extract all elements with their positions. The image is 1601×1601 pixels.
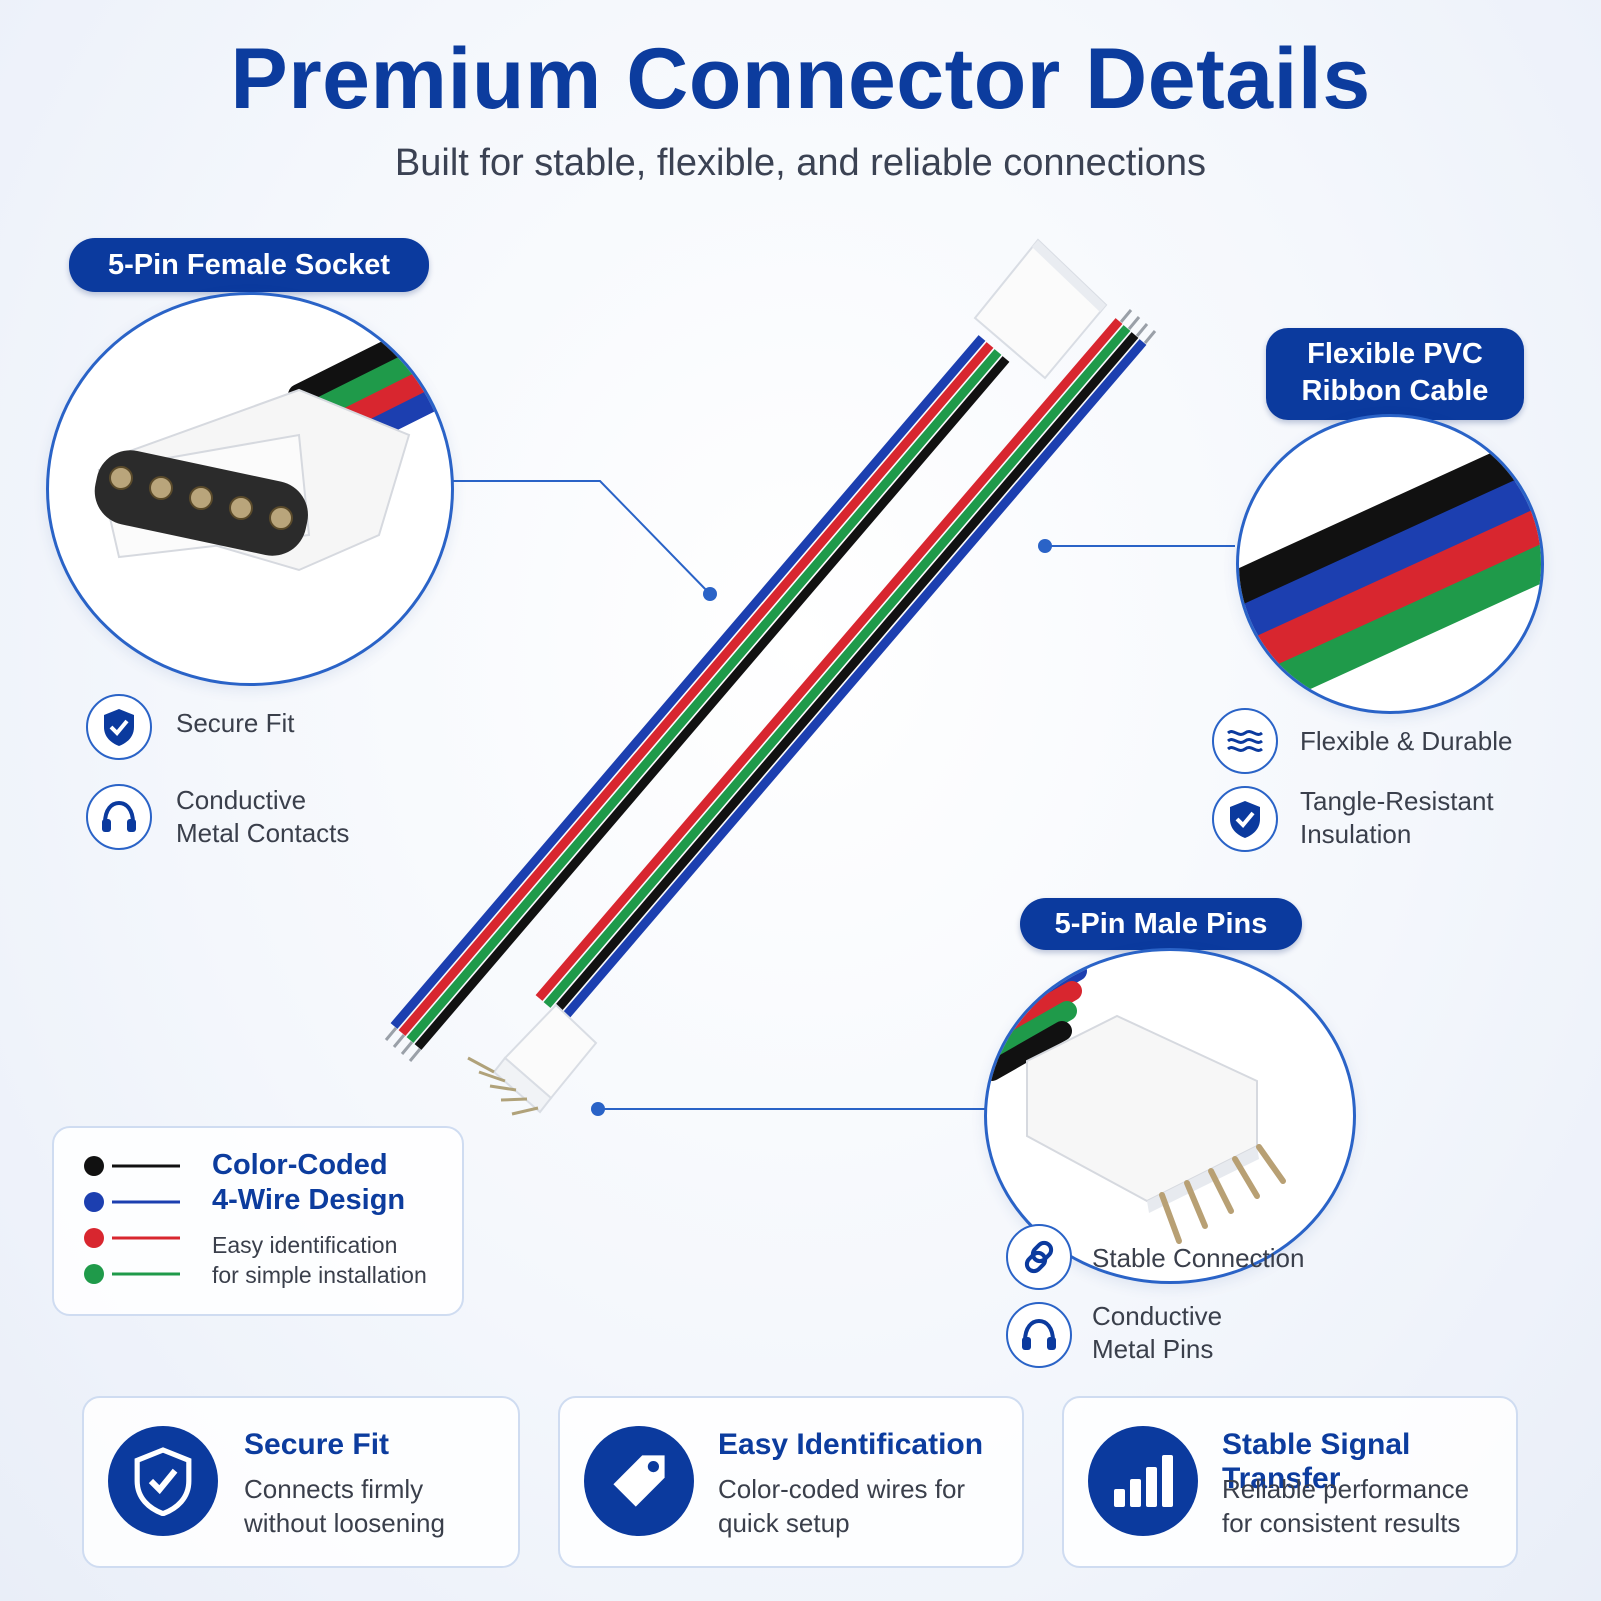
ribbon-label-line1: Flexible PVC xyxy=(1307,338,1483,370)
cable-left xyxy=(384,238,1108,1062)
card-stable-signal-icon xyxy=(1088,1426,1198,1536)
ribbon-feature-2-line1: Tangle-Resistant xyxy=(1300,786,1494,816)
male-pins-zoom xyxy=(984,948,1356,1284)
card-easy-identification-title: Easy Identification xyxy=(718,1428,984,1461)
male-feature-2-text: Conductive Metal Pins xyxy=(1092,1300,1222,1366)
shield-check-icon xyxy=(1230,801,1260,838)
conductive-pins-feature-icon xyxy=(1006,1302,1072,1368)
flexible-durable-feature-icon xyxy=(1212,708,1278,774)
card-stable-signal-title: Stable Signal Transfer xyxy=(1222,1428,1411,1495)
stable-connection-feature-icon xyxy=(1006,1224,1072,1290)
shield-check-icon xyxy=(134,1447,192,1516)
male-feature-2-line1: Conductive xyxy=(1092,1301,1223,1331)
tangle-resistant-feature-icon xyxy=(1212,786,1278,852)
card-secure-fit: Secure Fit Connects firmly without loose… xyxy=(82,1396,520,1568)
wire-legend-title-line2: 4-Wire Design xyxy=(212,1184,406,1216)
card-secure-fit-desc-line2: without loosening xyxy=(244,1508,445,1538)
card-easy-identification-desc: Color-coded wires for quick setup xyxy=(718,1472,965,1540)
wire-legend-card: Color-Coded 4-Wire Design Easy identific… xyxy=(52,1126,464,1316)
ribbon-feature-2-text: Tangle-Resistant Insulation xyxy=(1300,785,1494,851)
card-stable-signal-desc-line2: for consistent results xyxy=(1222,1508,1461,1538)
wire-legend-desc-line2: for simple installation xyxy=(212,1262,427,1288)
female-connector-housing xyxy=(973,238,1108,380)
page-title: Premium Connector Details xyxy=(230,31,1371,127)
headset-icon xyxy=(102,800,136,832)
card-secure-fit-title: Secure Fit xyxy=(244,1428,390,1461)
ribbon-feature-1-text: Flexible & Durable xyxy=(1300,726,1513,756)
female-feature-2-line1: Conductive xyxy=(176,785,307,815)
leader-dot-female xyxy=(703,587,717,601)
male-pins-label: 5-Pin Male Pins xyxy=(1020,898,1302,950)
signal-bars-icon xyxy=(1114,1455,1173,1507)
male-feature-1-text: Stable Connection xyxy=(1092,1243,1305,1273)
ribbon-label-line2: Ribbon Cable xyxy=(1301,375,1489,407)
leader-dot-ribbon xyxy=(1038,539,1052,553)
female-socket-label: 5-Pin Female Socket xyxy=(69,238,429,292)
page-subtitle: Built for stable, flexible, and reliable… xyxy=(394,142,1207,184)
card-easy-identification-icon xyxy=(584,1426,694,1536)
card-secure-fit-desc-line1: Connects firmly xyxy=(244,1474,424,1504)
wire-legend-desc-line1: Easy identification xyxy=(212,1232,398,1258)
link-icon xyxy=(1024,1240,1054,1274)
wire-legend-desc: Easy identification for simple installat… xyxy=(212,1230,427,1290)
ribbon-feature-2-line2: Insulation xyxy=(1300,819,1412,849)
wire-swatch-black xyxy=(84,1156,180,1176)
cable-right xyxy=(467,309,1157,1116)
wire-swatch-green xyxy=(84,1264,180,1284)
card-secure-fit-desc: Connects firmly without loosening xyxy=(244,1472,445,1540)
wire-swatch-red xyxy=(84,1228,180,1248)
wire-legend-title-line1: Color-Coded xyxy=(212,1149,388,1181)
card-stable-signal-desc: Reliable performance for consistent resu… xyxy=(1222,1472,1469,1540)
secure-fit-feature-icon xyxy=(86,694,152,760)
wire-swatch-blue xyxy=(84,1192,180,1212)
tag-icon xyxy=(613,1455,665,1507)
conductive-contacts-feature-icon xyxy=(86,784,152,850)
card-stable-signal-desc-line1: Reliable performance xyxy=(1222,1474,1470,1504)
wire-legend-title: Color-Coded 4-Wire Design xyxy=(212,1148,405,1218)
card-easy-identification: Easy Identification Color-coded wires fo… xyxy=(558,1396,1024,1568)
card-easy-identification-desc-line1: Color-coded wires for xyxy=(718,1474,966,1504)
headset-icon xyxy=(1022,1318,1056,1350)
card-stable-signal: Stable Signal Transfer Reliable performa… xyxy=(1062,1396,1518,1568)
ribbon-cable-image xyxy=(1239,430,1541,711)
female-feature-1-text: Secure Fit xyxy=(176,708,295,738)
female-feature-2-line2: Metal Contacts xyxy=(176,818,350,848)
female-socket-zoom xyxy=(46,292,454,686)
card-easy-identification-desc-line2: quick setup xyxy=(718,1508,850,1538)
card-secure-fit-icon xyxy=(108,1426,218,1536)
ribbon-cable-label: Flexible PVC Ribbon Cable xyxy=(1266,328,1524,420)
wire-color-swatches xyxy=(84,1156,180,1284)
female-feature-2-text: Conductive Metal Contacts xyxy=(176,784,349,850)
leader-dot-male xyxy=(591,1102,605,1116)
waves-icon xyxy=(1227,730,1263,752)
shield-check-icon xyxy=(104,709,134,746)
ribbon-cable-zoom xyxy=(1236,414,1544,714)
leader-line-female xyxy=(450,480,711,595)
male-connector-housing xyxy=(492,1003,598,1114)
male-feature-2-line2: Metal Pins xyxy=(1092,1334,1214,1364)
female-socket-image xyxy=(94,314,451,572)
